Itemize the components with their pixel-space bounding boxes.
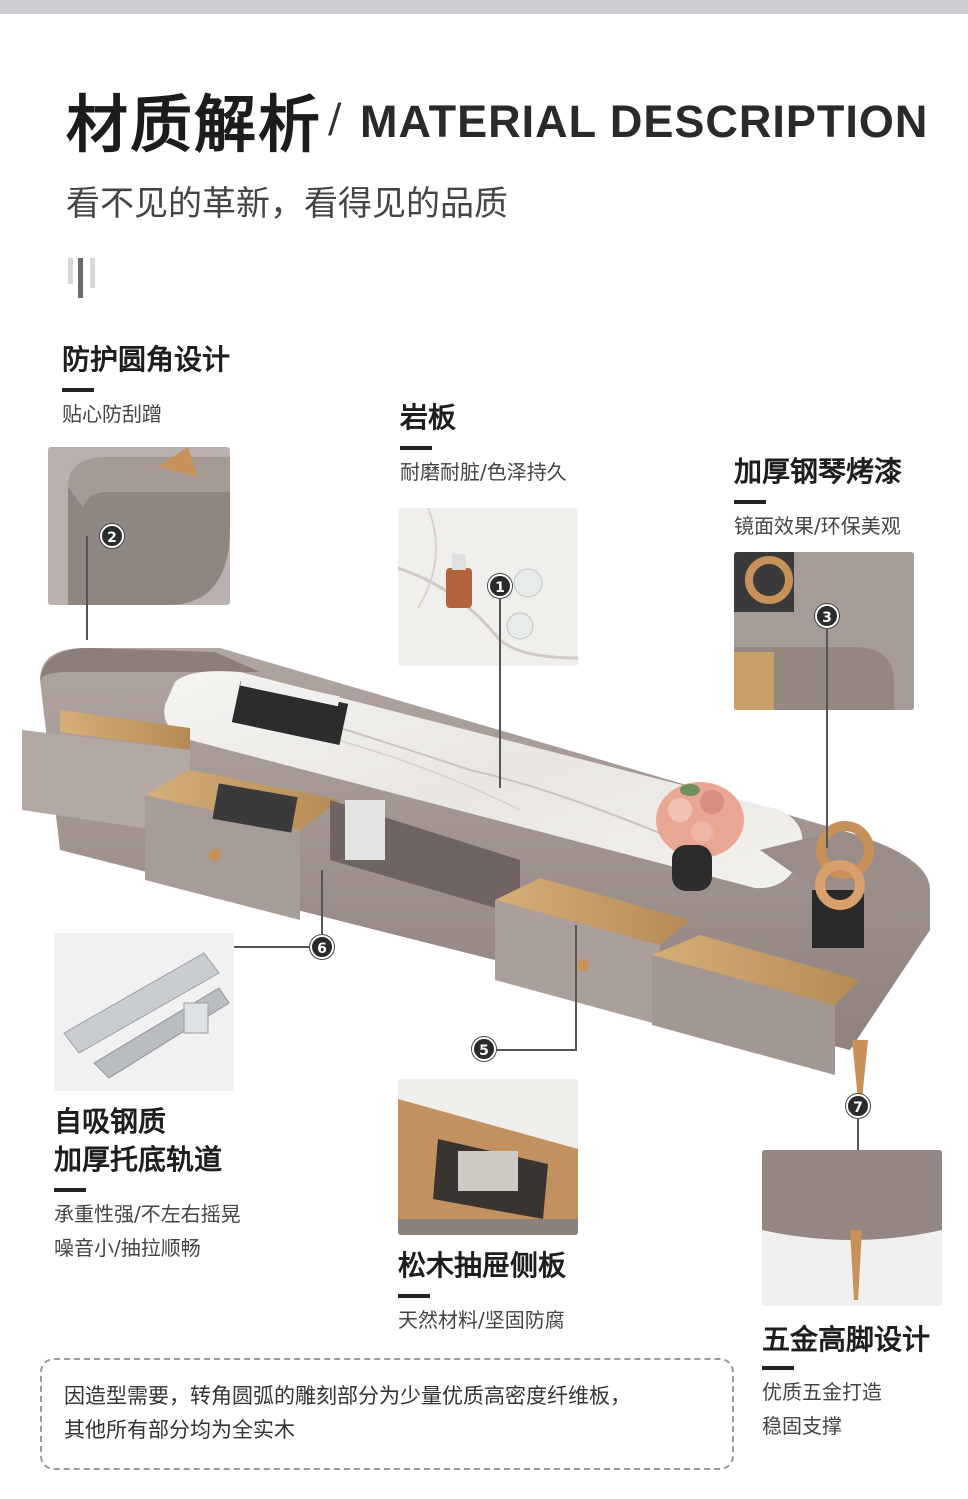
feature-dash <box>762 1366 794 1370</box>
photo-rail <box>54 933 234 1091</box>
feature-title-piano-paint: 加厚钢琴烤漆 <box>734 455 903 488</box>
gold-leg <box>852 1040 868 1100</box>
leader-line <box>826 628 828 848</box>
feature-desc-rail-2: 噪音小/抽拉顺畅 <box>54 1236 201 1260</box>
feature-desc-high-leg-2: 稳固支撑 <box>762 1414 842 1438</box>
feature-dash <box>62 388 94 392</box>
feature-title-rail-1: 自吸钢质 <box>54 1105 167 1138</box>
material-note-box: 因造型需要，转角圆弧的雕刻部分为少量优质高密度纤维板， 其他所有部分均为全实木 <box>40 1358 734 1470</box>
feature-desc-rail-1: 承重性强/不左右摇晃 <box>54 1202 241 1226</box>
photo-rounded-corner <box>48 447 230 605</box>
marker-2: 2 <box>100 524 124 548</box>
feature-title-rock-slab: 岩板 <box>400 401 457 434</box>
decorative-bars-icon <box>66 258 102 298</box>
note-line-2: 其他所有部分均为全实木 <box>64 1417 295 1442</box>
top-bar <box>0 0 968 14</box>
page-subtitle: 看不见的革新，看得见的品质 <box>66 184 508 224</box>
page-title-en: MATERIAL DESCRIPTION <box>360 96 929 147</box>
leader-line <box>86 536 88 640</box>
photo-piano-paint <box>734 552 914 710</box>
feature-dash <box>54 1188 86 1192</box>
drawer-right-1 <box>495 900 660 1025</box>
tv-cabinet-illustration <box>22 648 930 1100</box>
feature-dash <box>398 1294 430 1298</box>
title-separator: / <box>328 96 342 142</box>
feature-desc-piano-paint: 镜面效果/环保美观 <box>734 514 901 538</box>
drawer-right-2 <box>652 955 835 1075</box>
leader-line <box>321 870 323 934</box>
marker-5: 5 <box>472 1037 496 1061</box>
marker-3: 3 <box>815 604 839 628</box>
feature-dash <box>400 446 432 450</box>
marker-7: 7 <box>846 1094 870 1118</box>
feature-desc-rounded-corner: 贴心防刮蹭 <box>62 402 162 426</box>
leader-line <box>234 946 310 948</box>
leader-line <box>857 1118 859 1152</box>
photo-pine-side <box>398 1079 578 1235</box>
marker-6: 6 <box>310 935 334 959</box>
feature-dash <box>734 500 766 504</box>
marker-1: 1 <box>488 574 512 598</box>
feature-desc-rock-slab: 耐磨耐脏/色泽持久 <box>400 460 567 484</box>
feature-title-rail-2: 加厚托底轨道 <box>54 1143 223 1176</box>
leader-line <box>496 1049 576 1051</box>
note-line-1: 因造型需要，转角圆弧的雕刻部分为少量优质高密度纤维板， <box>64 1384 631 1408</box>
feature-desc-high-leg-1: 优质五金打造 <box>762 1380 882 1404</box>
feature-title-rounded-corner: 防护圆角设计 <box>62 343 231 376</box>
gold-sculpture <box>816 821 874 879</box>
feature-title-pine-side: 松木抽屉侧板 <box>398 1249 567 1282</box>
feature-desc-pine-side: 天然材料/坚固防腐 <box>398 1308 565 1332</box>
leader-line <box>575 925 577 1051</box>
leader-line <box>499 598 501 788</box>
photo-high-leg <box>762 1150 942 1306</box>
page-title-cn: 材质解析 <box>66 88 323 161</box>
feature-title-high-leg: 五金高脚设计 <box>762 1323 931 1356</box>
